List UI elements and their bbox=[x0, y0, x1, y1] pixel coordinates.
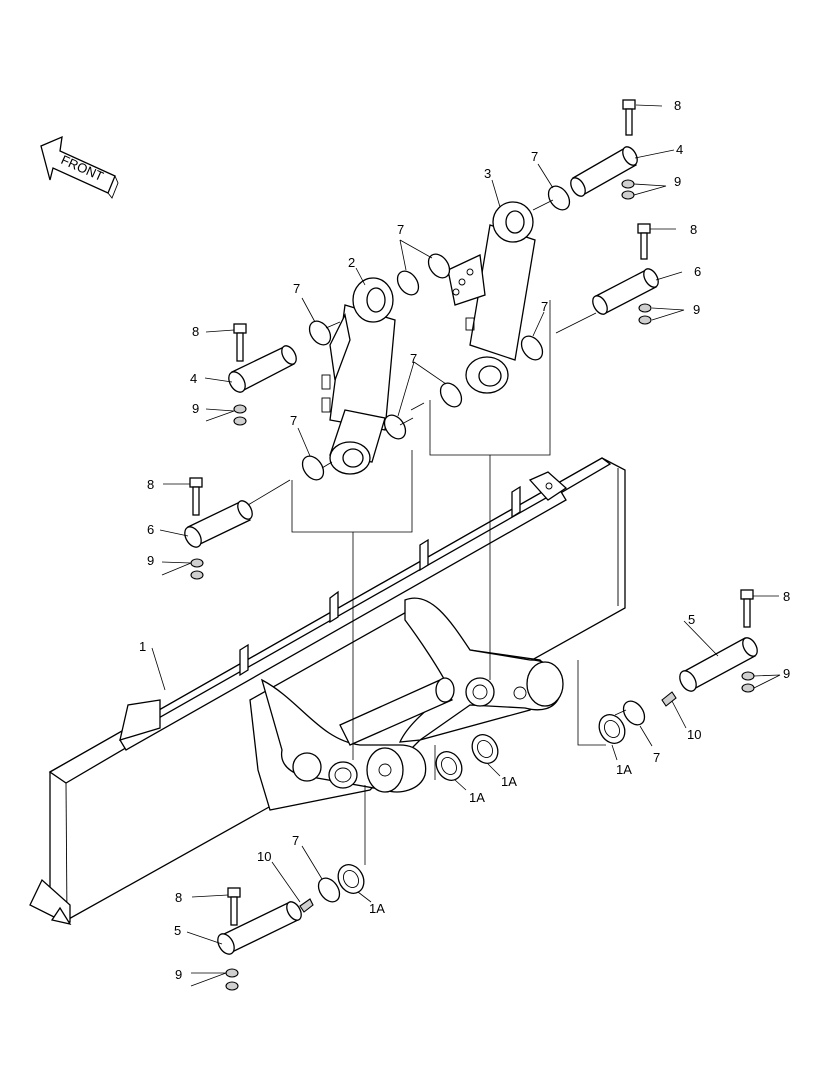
callout-1A-c: 1A bbox=[501, 774, 517, 789]
callout-7-a: 7 bbox=[531, 149, 538, 164]
bolt-8-left-lower bbox=[189, 477, 203, 516]
bolt-8-far-right bbox=[740, 589, 754, 628]
callout-leaders bbox=[151, 104, 781, 987]
callout-1A-a: 1A bbox=[616, 762, 632, 777]
callout-7-h: 7 bbox=[292, 833, 299, 848]
pin-6-right bbox=[592, 268, 659, 315]
callout-9-d: 9 bbox=[147, 553, 154, 568]
callout-10-right: 10 bbox=[687, 727, 701, 742]
callout-4-left: 4 bbox=[190, 371, 197, 386]
push-frame bbox=[249, 597, 564, 811]
callout-9-e: 9 bbox=[783, 666, 790, 681]
callout-8-f: 8 bbox=[175, 890, 182, 905]
grease-fitting-10-bottom bbox=[299, 898, 314, 913]
callout-8-c: 8 bbox=[192, 324, 199, 339]
callout-8-d: 8 bbox=[147, 477, 154, 492]
callout-9-c: 9 bbox=[192, 401, 199, 416]
callout-7-e: 7 bbox=[410, 351, 417, 366]
nuts-9-upper-right bbox=[621, 179, 635, 200]
callout-3: 3 bbox=[484, 166, 491, 181]
callout-7-f: 7 bbox=[290, 413, 297, 428]
seal-rings-7 bbox=[301, 185, 646, 903]
nuts-9-bottom bbox=[225, 968, 239, 991]
pin-6-left bbox=[184, 500, 253, 548]
pin-5-bottom bbox=[217, 901, 302, 955]
hydraulic-cylinder-right bbox=[447, 201, 536, 394]
callout-7-b: 7 bbox=[397, 222, 404, 237]
nuts-9-far-right bbox=[741, 671, 755, 693]
callout-8-a: 8 bbox=[674, 98, 681, 113]
nuts-9-left bbox=[233, 404, 247, 426]
callout-6-left: 6 bbox=[147, 522, 154, 537]
callout-6-right: 6 bbox=[694, 264, 701, 279]
callout-2: 2 bbox=[348, 255, 355, 270]
nuts-9-right bbox=[638, 303, 652, 325]
bolt-8-right bbox=[637, 223, 651, 260]
callout-7-g: 7 bbox=[653, 750, 660, 765]
callout-5-bottom: 5 bbox=[174, 923, 181, 938]
bolt-8-upper-right bbox=[622, 99, 636, 136]
front-arrow-icon: FRONT bbox=[40, 135, 119, 199]
callout-5-right: 5 bbox=[688, 612, 695, 627]
nuts-9-left-lower bbox=[190, 558, 204, 580]
bushings-1A bbox=[337, 714, 626, 894]
callout-1: 1 bbox=[139, 639, 146, 654]
pin-4-upper bbox=[570, 146, 638, 197]
callout-7-c: 7 bbox=[293, 281, 300, 296]
callout-7-d: 7 bbox=[541, 299, 548, 314]
callout-8-b: 8 bbox=[690, 222, 697, 237]
callout-1A-b: 1A bbox=[469, 790, 485, 805]
callout-9-f: 9 bbox=[175, 967, 182, 982]
grease-fitting-10-right bbox=[661, 691, 677, 707]
bolt-8-left bbox=[233, 323, 247, 362]
hydraulic-cylinder-left bbox=[321, 277, 396, 475]
callout-9-a: 9 bbox=[674, 174, 681, 189]
pin-5-right bbox=[679, 637, 758, 692]
callout-9-b: 9 bbox=[693, 302, 700, 317]
callout-4-upper: 4 bbox=[676, 142, 683, 157]
assembly-brackets bbox=[247, 199, 627, 865]
pin-4-left bbox=[228, 345, 297, 393]
bolt-8-bottom bbox=[227, 887, 241, 926]
callout-8-e: 8 bbox=[783, 589, 790, 604]
callout-labels: 1 2 3 4 4 5 5 6 6 7 7 7 7 7 7 7 7 8 8 8 … bbox=[139, 98, 790, 982]
callout-1A-d: 1A bbox=[369, 901, 385, 916]
callout-10-bottom: 10 bbox=[257, 849, 271, 864]
